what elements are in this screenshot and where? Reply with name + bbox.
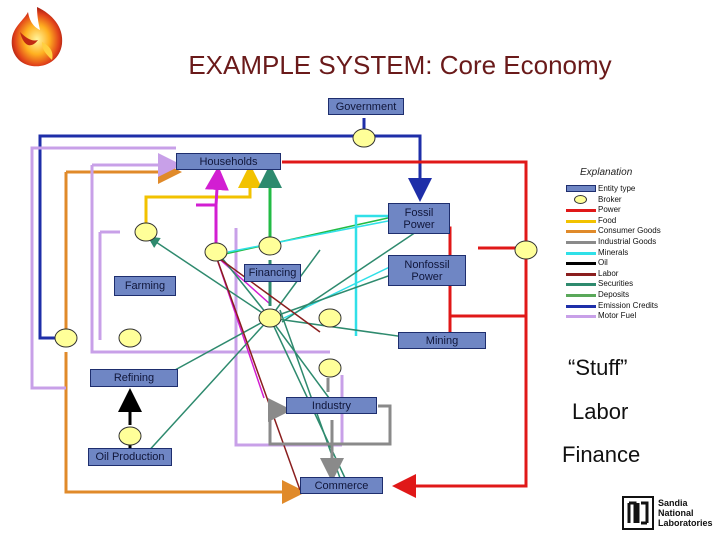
legend-item-label: Food	[598, 215, 617, 225]
industry-box[interactable]: Industry	[286, 397, 377, 414]
legend-item: Consumer Goods	[566, 226, 716, 236]
emission-credit-lines	[38, 118, 432, 340]
line-swatch-icon	[566, 230, 596, 234]
legend-item: Minerals	[566, 248, 716, 258]
legend-item: Food	[566, 216, 716, 226]
legend-item-label: Deposits	[598, 290, 630, 299]
line-swatch-icon	[566, 241, 596, 244]
broker-oval	[318, 308, 342, 328]
consumer-goods-lines	[64, 160, 306, 504]
legend-item-label: Consumer Goods	[598, 226, 661, 236]
sandia-logo-text: Sandia National Laboratories	[658, 498, 713, 528]
legend-item: Industrial Goods	[566, 237, 716, 247]
legend-item-label: Industrial Goods	[598, 237, 657, 246]
broker-swatch-icon	[574, 194, 587, 204]
legend-item-label: Motor Fuel	[598, 311, 637, 321]
legend-item-label: Minerals	[598, 247, 629, 257]
legend-item: Labor	[566, 269, 716, 279]
legend-item-label: Labor	[598, 268, 619, 278]
households-box[interactable]: Households	[176, 153, 281, 170]
power-lines	[282, 160, 528, 498]
legend-item: Oil	[566, 258, 716, 268]
broker-oval	[54, 328, 78, 348]
food-lines	[144, 164, 262, 228]
legend-item: Securities	[566, 279, 716, 289]
fossil-power-box[interactable]: Fossil Power	[388, 203, 450, 234]
page-title: EXAMPLE SYSTEM: Core Economy	[188, 50, 612, 80]
farming-box[interactable]: Farming	[114, 276, 176, 296]
side-label-labor: Labor	[572, 399, 629, 424]
broker-oval	[258, 236, 282, 256]
legend-item-label: Emission Credits	[598, 300, 659, 310]
legend-item: Broker	[566, 194, 716, 205]
mining-box[interactable]: Mining	[398, 332, 486, 349]
nonfossil-power-box[interactable]: Nonfossil Power	[388, 255, 466, 286]
refining-box[interactable]: Refining	[90, 369, 178, 387]
broker-oval	[118, 328, 142, 348]
line-swatch-icon	[566, 304, 596, 308]
side-label-finance: Finance	[562, 442, 641, 467]
line-swatch-icon	[566, 283, 596, 287]
entity-type-swatch-icon	[566, 185, 596, 192]
line-swatch-icon	[566, 272, 596, 276]
legend-item-label: Entity type	[598, 184, 636, 193]
phoenix-logo-icon	[11, 7, 63, 67]
legend-title: Explanation	[580, 167, 633, 178]
legend-item-label: Securities	[598, 279, 634, 289]
sandia-logo-icon	[622, 496, 654, 530]
commerce-box[interactable]: Commerce	[300, 477, 383, 494]
broker-oval	[352, 128, 376, 148]
broker-oval	[204, 242, 228, 262]
legend-item: Emission Credits	[566, 301, 716, 311]
legend-item-label: Oil	[598, 258, 608, 268]
securities-lines	[144, 231, 441, 479]
government-box[interactable]: Government	[328, 98, 404, 115]
line-swatch-icon	[566, 294, 596, 297]
broker-oval	[118, 426, 142, 446]
line-swatch-icon	[566, 251, 596, 255]
line-swatch-icon	[566, 315, 596, 319]
legend-item: Power	[566, 205, 716, 215]
broker-oval	[514, 240, 538, 260]
line-swatch-icon	[566, 219, 596, 223]
broker-oval	[134, 222, 158, 242]
oil-production-box[interactable]: Oil Production	[88, 448, 172, 466]
broker-oval	[318, 358, 342, 378]
legend-item: Motor Fuel	[566, 311, 716, 321]
legend-item-label: Power	[598, 205, 621, 215]
side-label-stuff: “Stuff”	[568, 355, 628, 380]
legend-item-label: Broker	[598, 194, 622, 204]
line-swatch-icon	[566, 209, 596, 213]
broker-oval	[258, 308, 282, 328]
industrial-goods-lines	[268, 378, 392, 482]
line-swatch-icon	[566, 262, 596, 266]
labor-lines	[215, 255, 321, 491]
legend-item: Deposits	[566, 290, 716, 300]
financing-box[interactable]: Financing	[244, 264, 301, 282]
legend-item: Entity type	[566, 184, 716, 194]
